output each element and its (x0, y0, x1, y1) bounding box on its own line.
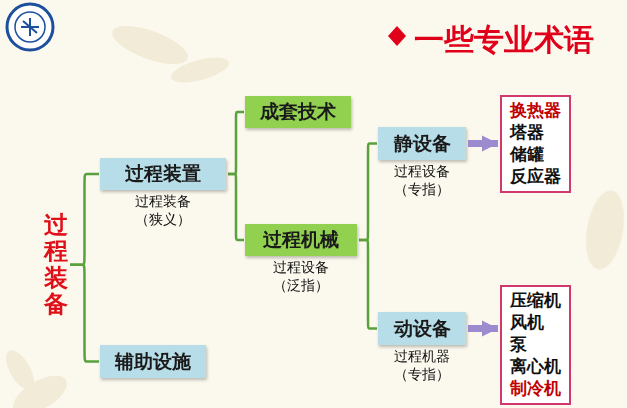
box-label: 辅助设施 (115, 349, 191, 375)
flower-watermark (0, 18, 627, 408)
category-box: 动设备过程机器 （专指） (378, 312, 466, 345)
root-label: 过程装备 (44, 212, 68, 318)
equipment-name: 换热器 (510, 100, 561, 122)
box-label: 过程装置 (125, 161, 201, 187)
arrow-connector (468, 140, 498, 147)
brace-connector (359, 144, 377, 241)
box-label: 动设备 (394, 316, 451, 342)
category-box: 成套技术 (245, 96, 351, 128)
root-term: 过程装备 (44, 212, 68, 318)
brace-connector (228, 174, 244, 240)
equipment-name: 塔器 (510, 122, 561, 144)
brace-connector (70, 265, 99, 362)
box-subtitle: 过程设备 （专指） (387, 163, 457, 198)
arrow-connector (468, 325, 498, 332)
box-subtitle: 过程机器 （专指） (387, 348, 457, 383)
box-subtitle: 过程装备 （狭义） (128, 193, 198, 228)
equipment-name: 制冷机 (510, 378, 561, 400)
category-box: 静设备过程设备 （专指） (378, 127, 466, 160)
box-label: 成套技术 (260, 99, 336, 125)
brace-connector (70, 174, 99, 265)
equipment-name: 泵 (510, 334, 561, 356)
category-box: 过程装置过程装备 （狭义） (100, 158, 226, 190)
equipment-list: 压缩机风机泵离心机制冷机 (500, 285, 571, 405)
category-box: 辅助设施 (100, 345, 206, 378)
brace-connector (228, 112, 244, 174)
slide-title: 一些专业术语 (414, 20, 594, 61)
equipment-name: 压缩机 (510, 290, 561, 312)
university-logo (7, 4, 53, 50)
equipment-list: 换热器塔器储罐反应器 (500, 95, 571, 193)
box-label: 静设备 (394, 131, 451, 157)
box-label: 过程机械 (263, 227, 339, 253)
category-box: 过程机械过程设备 （泛指） (245, 224, 357, 256)
box-subtitle: 过程设备 （泛指） (266, 259, 336, 294)
brace-connector (359, 240, 377, 329)
equipment-name: 储罐 (510, 144, 561, 166)
equipment-name: 风机 (510, 312, 561, 334)
equipment-name: 离心机 (510, 356, 561, 378)
title-diamond (388, 26, 406, 46)
equipment-name: 反应器 (510, 166, 561, 188)
